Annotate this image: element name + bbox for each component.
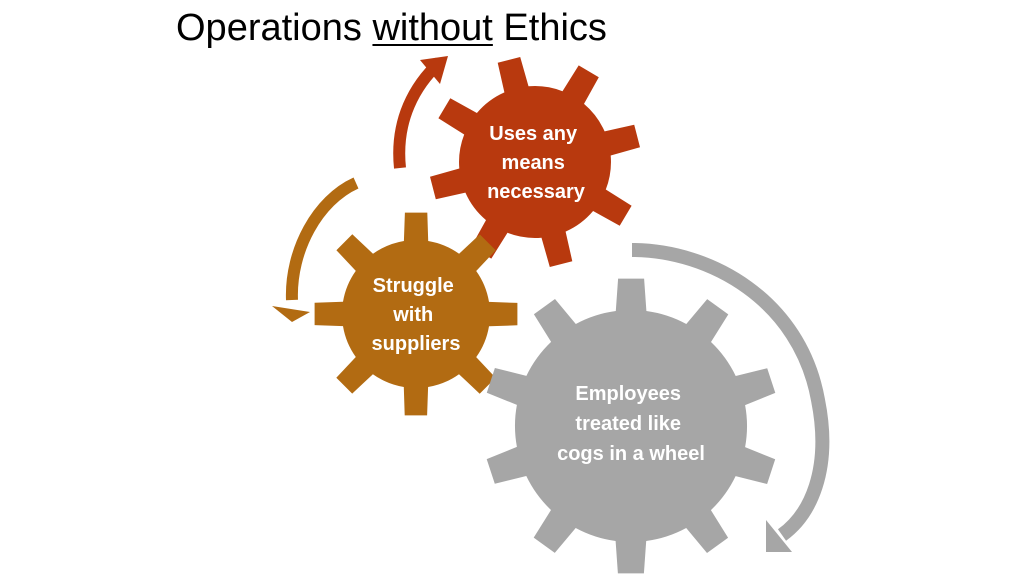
orange-cycle-arrow bbox=[285, 177, 359, 301]
red-cycle-arrow bbox=[393, 57, 445, 169]
title-part-2-underlined: without bbox=[372, 7, 493, 49]
title-part-3: Ethics bbox=[492, 7, 607, 49]
gear-gray-shape bbox=[486, 278, 776, 574]
gear-gray-label: Employees treated like cogs in a wheel bbox=[557, 383, 705, 465]
red-arrow-head bbox=[420, 56, 448, 84]
page-title: Operations without Ethics bbox=[176, 4, 607, 52]
gray-arrow-head bbox=[766, 520, 792, 552]
gear-gray-line-3: cogs in a wheel bbox=[557, 443, 705, 465]
gray-cycle-arrow bbox=[631, 243, 830, 541]
gear-orange-icon bbox=[314, 212, 518, 416]
gear-red-label: Uses any means necessary bbox=[487, 123, 586, 203]
gear-orange-line-3: suppliers bbox=[372, 333, 461, 355]
gear-gray-line-2: treated like bbox=[575, 413, 681, 435]
title-part-1: Operations bbox=[176, 7, 373, 49]
gear-orange-line-2: with bbox=[392, 304, 433, 326]
gear-red-icon bbox=[430, 57, 640, 267]
gear-orange-shape bbox=[314, 212, 518, 416]
gear-orange-line-1: Struggle bbox=[373, 275, 454, 297]
gear-orange-label: Struggle with suppliers bbox=[372, 275, 461, 355]
gear-red-line-3: necessary bbox=[487, 181, 586, 203]
gear-red-line-1: Uses any bbox=[489, 123, 578, 145]
gear-gray-line-1: Employees bbox=[575, 383, 681, 405]
gear-red-line-2: means bbox=[502, 152, 565, 174]
gear-gray-icon bbox=[486, 278, 776, 574]
orange-arrow-head bbox=[272, 306, 310, 322]
gear-red-shape bbox=[430, 57, 640, 267]
